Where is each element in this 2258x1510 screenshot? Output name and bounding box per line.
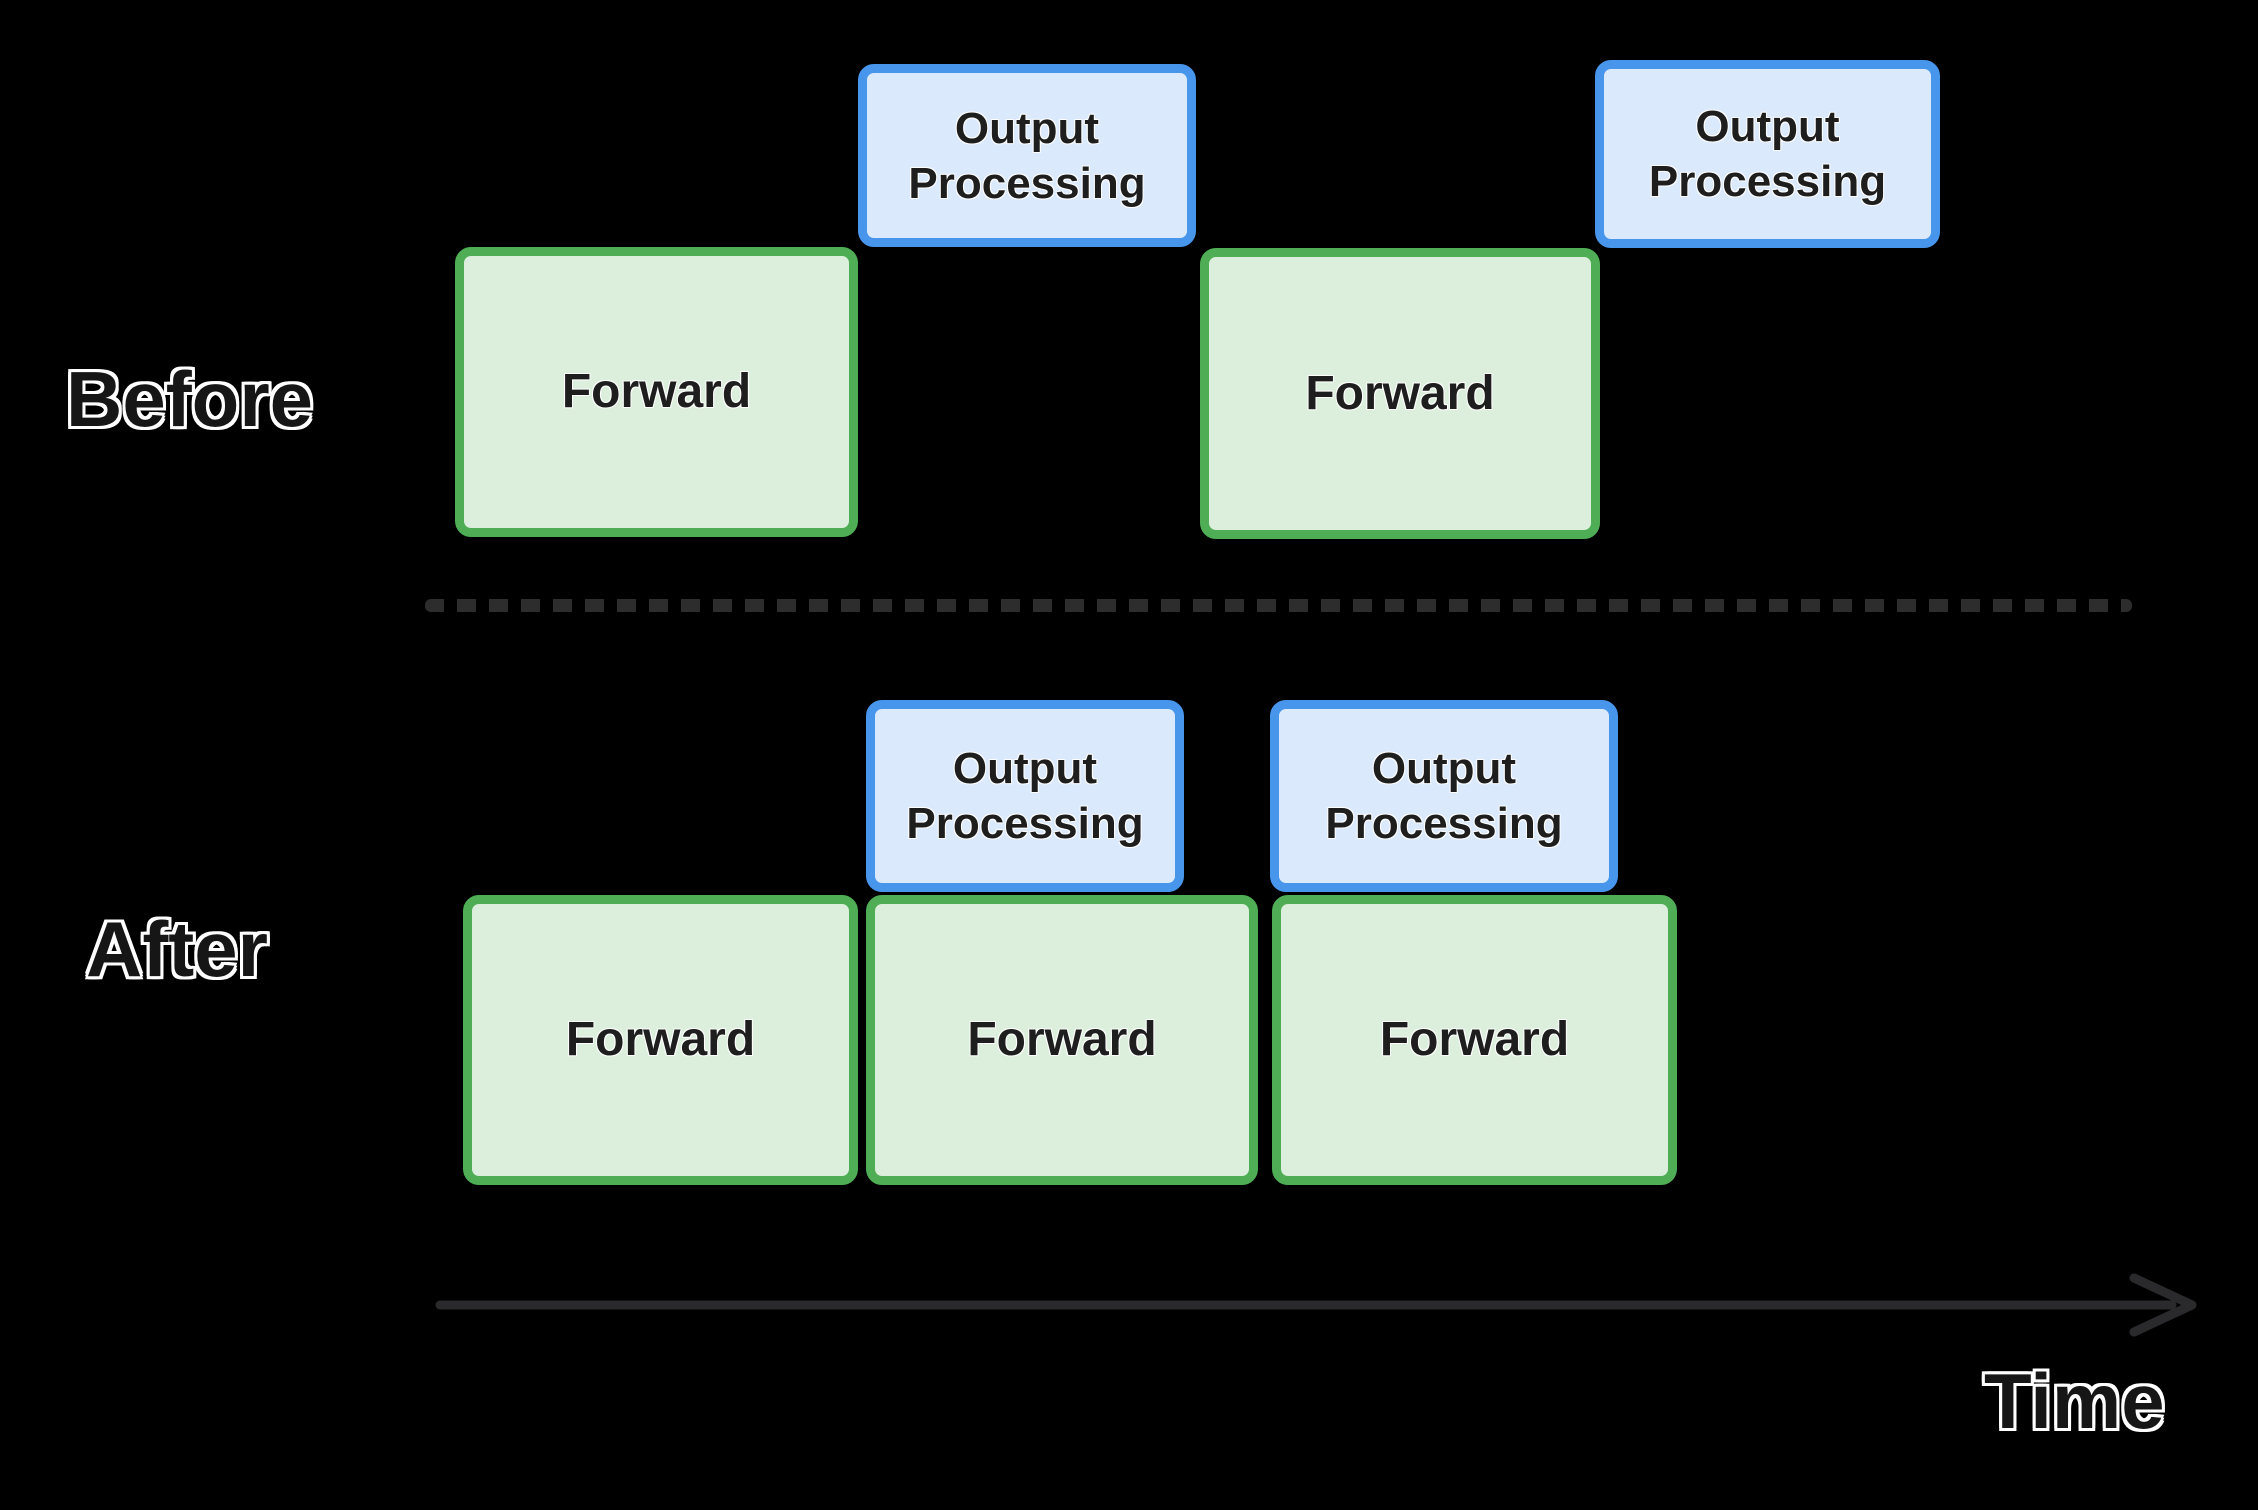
before-output-processing-2-block: Output Processing xyxy=(1595,60,1940,248)
before-forward-2-block: Forward xyxy=(1200,248,1600,539)
before-forward-1-label: Forward xyxy=(561,365,752,418)
after-output-processing-2-label: Output Processing xyxy=(1325,744,1563,848)
after-forward-3-block: Forward xyxy=(1272,895,1677,1185)
after-forward-1-block: Forward xyxy=(463,895,858,1185)
section-divider-dashed-line xyxy=(425,599,2132,612)
after-output-processing-2-block: Output Processing xyxy=(1270,700,1618,892)
after-forward-2-label: Forward xyxy=(967,1013,1157,1066)
before-output-processing-2-label: Output Processing xyxy=(1648,102,1887,206)
after-row-label: After xyxy=(86,905,269,993)
time-axis-label: Time xyxy=(1984,1357,2165,1445)
before-output-processing-1-block: Output Processing xyxy=(858,64,1196,247)
before-forward-2-label: Forward xyxy=(1305,366,1495,420)
before-forward-1-block: Forward xyxy=(455,247,858,537)
after-output-processing-1-block: Output Processing xyxy=(866,700,1184,892)
after-output-processing-1-label: Output Processing xyxy=(906,744,1144,848)
after-forward-2-block: Forward xyxy=(866,895,1258,1185)
after-forward-3-label: Forward xyxy=(1379,1013,1570,1066)
after-forward-1-label: Forward xyxy=(565,1013,756,1066)
time-axis-arrow-icon xyxy=(435,1273,2197,1337)
before-output-processing-1-label: Output Processing xyxy=(908,103,1146,208)
before-row-label: Before xyxy=(66,355,314,443)
